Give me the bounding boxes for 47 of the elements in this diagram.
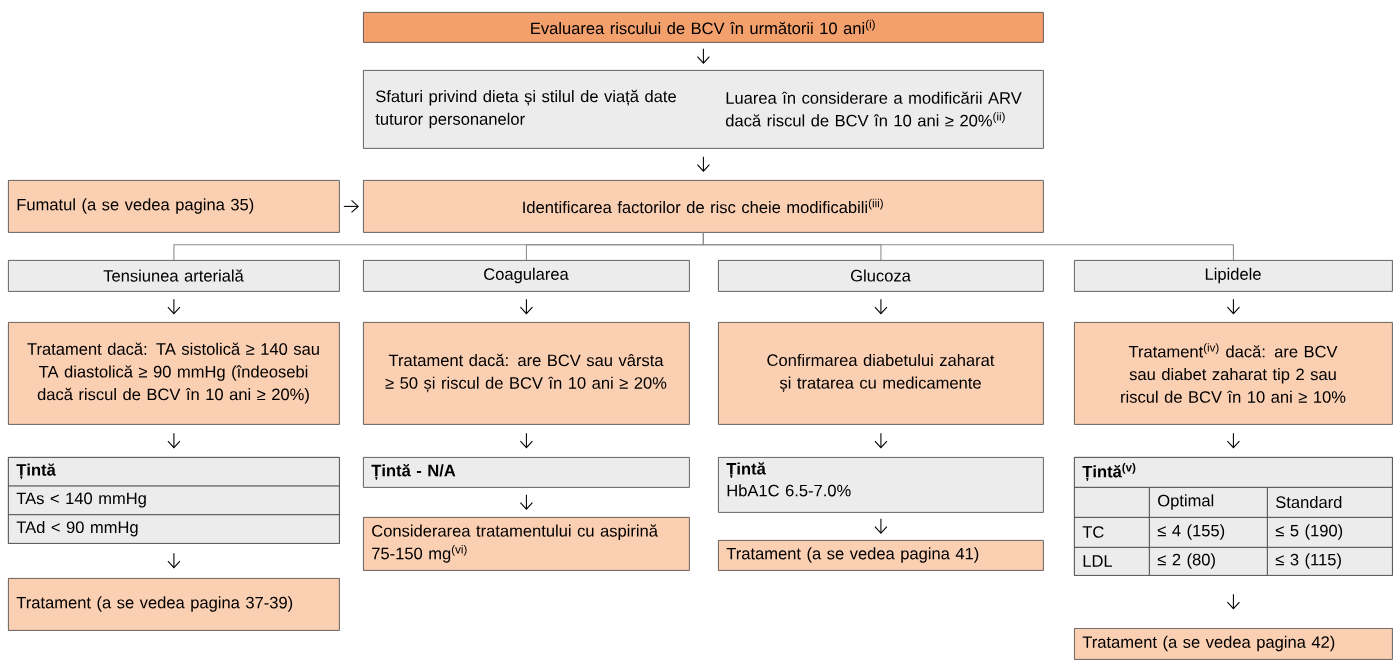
target-table <box>1074 457 1393 576</box>
table-cell: Optimal <box>1149 487 1268 518</box>
process-box: Tratament (a se vedea pagina 42) <box>1074 628 1393 660</box>
arrow <box>519 298 533 315</box>
table-cell: ≤ 5 (190) <box>1267 517 1393 548</box>
condition-box: Tratament$^{(iv)}$ dacă: are BCV sau diabet zaharat tip 2 sau riscul de BCV în 10 ani ≥ 10% <box>1074 322 1393 425</box>
advice-box: Sfaturi privind dieta și stilul de viață date tuturor personanelor Luarea în considerare a modificării ARV dacă riscul de BCV în 10 ani ≥ 20%$^{(ii)}$ <box>363 70 1044 149</box>
table-cell: Țintă <box>8 457 340 487</box>
arrow <box>1226 432 1240 449</box>
table-cell: ≤ 4 (155) <box>1149 517 1268 548</box>
target-box: Țintă HbA1C 6.5-7.0% <box>718 457 1044 513</box>
arrow <box>696 156 710 172</box>
arrow <box>343 199 359 213</box>
table-cell: ≤ 3 (115) <box>1267 547 1393 576</box>
process-box: Tratament (a se vedea pagina 41) <box>718 540 1044 571</box>
category-box: Glucoza <box>718 260 1044 292</box>
process-box: Evaluarea riscului de BCV în următorii 10 ani$^{(i)}$ <box>363 12 1044 43</box>
process-box: Tratament (a se vedea pagina 37-39) <box>8 578 340 631</box>
process-box: Fumatul (a se vedea pagina 35) <box>8 180 340 233</box>
table-cell: TAs < 140 mmHg <box>8 485 340 516</box>
process-box: Considerarea tratamentului cu aspirină 75-150 mg$^{(vi)}$ <box>363 517 690 571</box>
arrow <box>1226 593 1240 610</box>
arrow <box>874 298 888 315</box>
category-box: Lipidele <box>1074 260 1393 292</box>
table-cell: LDL <box>1074 547 1150 576</box>
arrow <box>519 494 533 510</box>
table-cell: ≤ 2 (80) <box>1149 547 1268 576</box>
arrow <box>167 298 181 315</box>
condition-box: Tratament dacă: TA sistolică ≥ 140 sau TA diastolică ≥ 90 mmHg (îndeosebi dacă riscul de BCV în 10 ani ≥ 20%) <box>8 322 340 425</box>
condition-box: Confirmarea diabetului zaharat și tratarea cu medicamente <box>718 322 1044 425</box>
arrow <box>1226 298 1240 315</box>
table-cell: TC <box>1074 517 1150 548</box>
arrow <box>874 432 888 449</box>
connector-line <box>702 232 1234 261</box>
arrow <box>167 432 181 449</box>
target-box: Țintă - N/A <box>363 457 690 488</box>
process-box: Identificarea factorilor de risc cheie modificabili$^{(iii)}$ <box>363 180 1044 233</box>
arrow <box>167 552 181 569</box>
condition-box: Tratament dacă: are BCV sau vârsta ≥ 50 și riscul de BCV în 10 ani ≥ 20% <box>363 322 690 425</box>
arrow <box>874 518 888 534</box>
table-cell: Standard <box>1267 487 1393 518</box>
target-table <box>8 457 340 544</box>
table-cell: TAd < 90 mmHg <box>8 514 340 544</box>
category-box: Coagularea <box>363 260 690 292</box>
arrow <box>696 48 710 64</box>
category-box: Tensiunea arterială <box>8 260 340 292</box>
arrow <box>519 432 533 449</box>
